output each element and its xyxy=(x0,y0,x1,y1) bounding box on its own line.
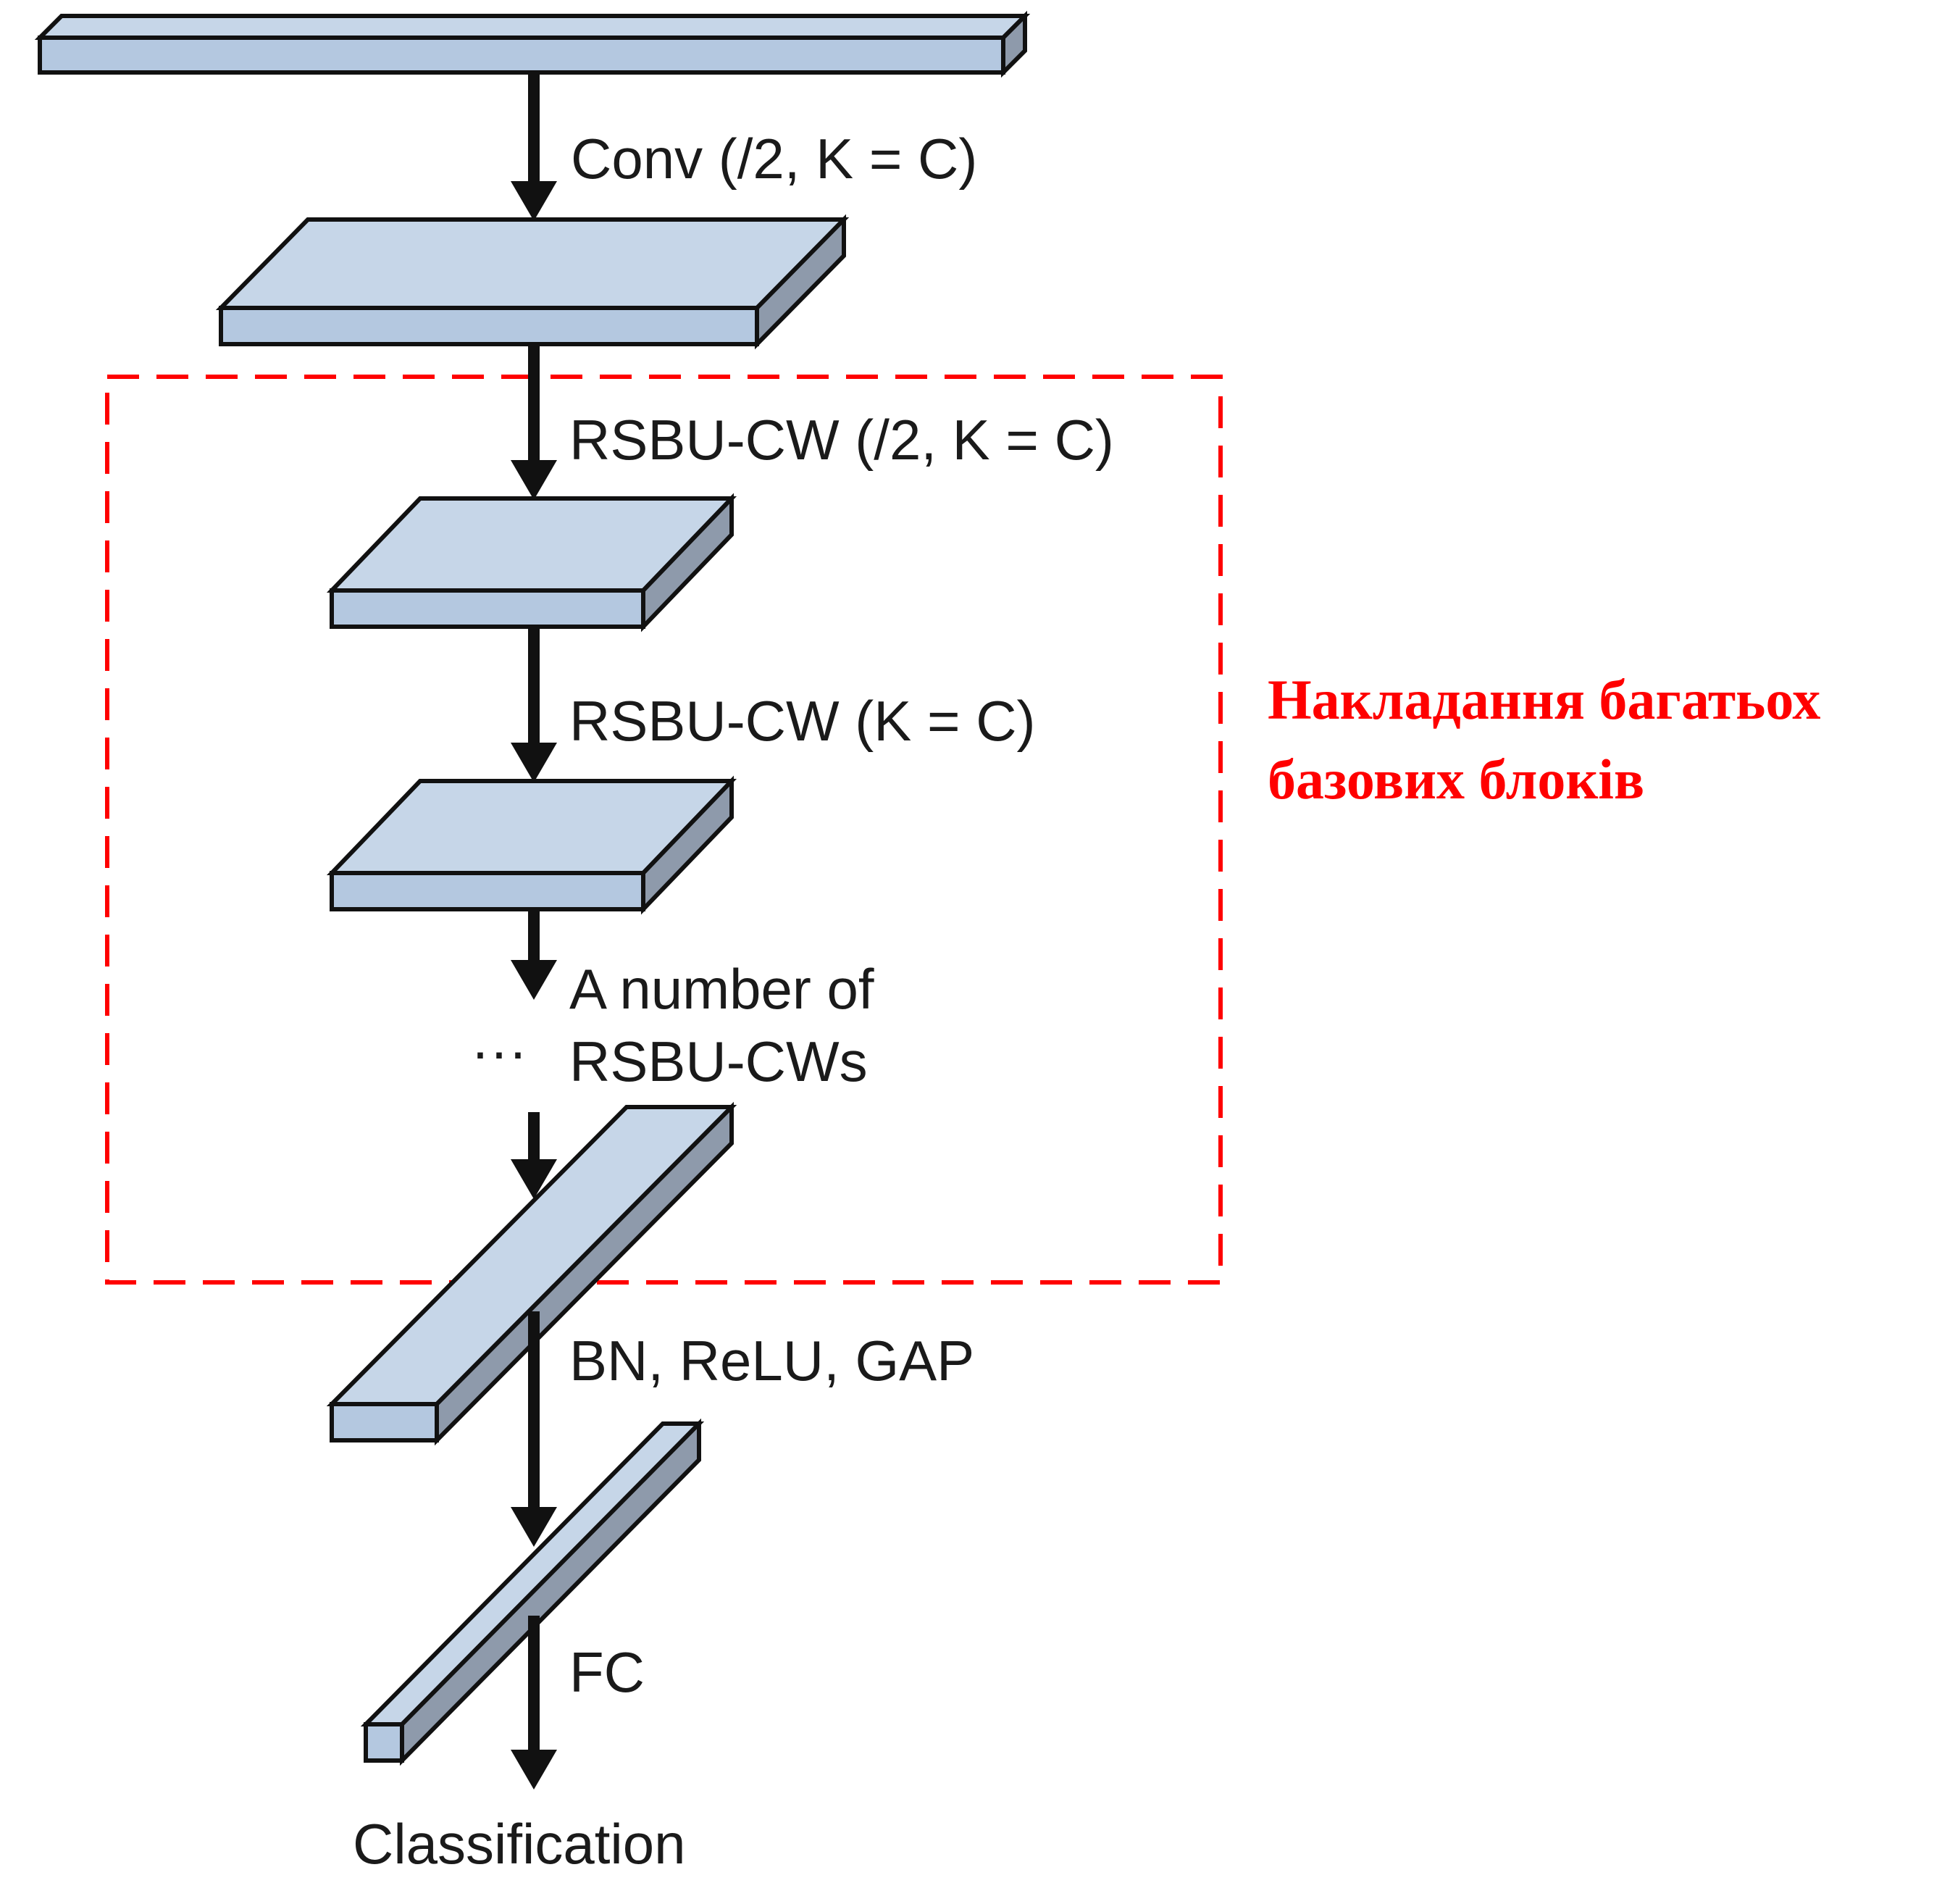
fc-arrow xyxy=(511,1616,557,1790)
rsbu1-output-block xyxy=(326,493,737,632)
gap-arrow xyxy=(511,1311,557,1547)
rsbu1-arrow xyxy=(511,344,557,500)
rsbu2-arrow xyxy=(511,627,557,782)
conv-label: Conv (/2, K = C) xyxy=(571,127,977,191)
rsbu-many-arrow xyxy=(511,909,557,1000)
classification-label: Classification xyxy=(353,1812,686,1876)
rsbu1-label: RSBU-CW (/2, K = C) xyxy=(569,408,1114,472)
rsbu-cws-label: RSBU-CWs xyxy=(569,1030,868,1093)
final-feature-block xyxy=(326,1101,737,1446)
input-block xyxy=(34,10,1031,78)
number-of-label: A number of xyxy=(569,957,874,1021)
fc-label: FC xyxy=(569,1640,645,1704)
gap-output-vector xyxy=(360,1418,705,1766)
bn-relu-gap-label: BN, ReLU, GAP xyxy=(569,1329,974,1392)
annotation-line1: Накладання багатьох xyxy=(1268,668,1820,731)
final-rsbu-arrow xyxy=(511,1112,557,1199)
ellipsis-label: ··· xyxy=(471,1019,527,1083)
rsbu2-output-block xyxy=(326,775,737,915)
annotation-line2: базових блоків xyxy=(1268,748,1644,811)
rsbu2-label: RSBU-CW (K = C) xyxy=(569,689,1036,753)
conv-arrow xyxy=(511,72,557,221)
stacked-blocks-region xyxy=(105,375,1223,1285)
conv-output-block xyxy=(215,214,850,350)
